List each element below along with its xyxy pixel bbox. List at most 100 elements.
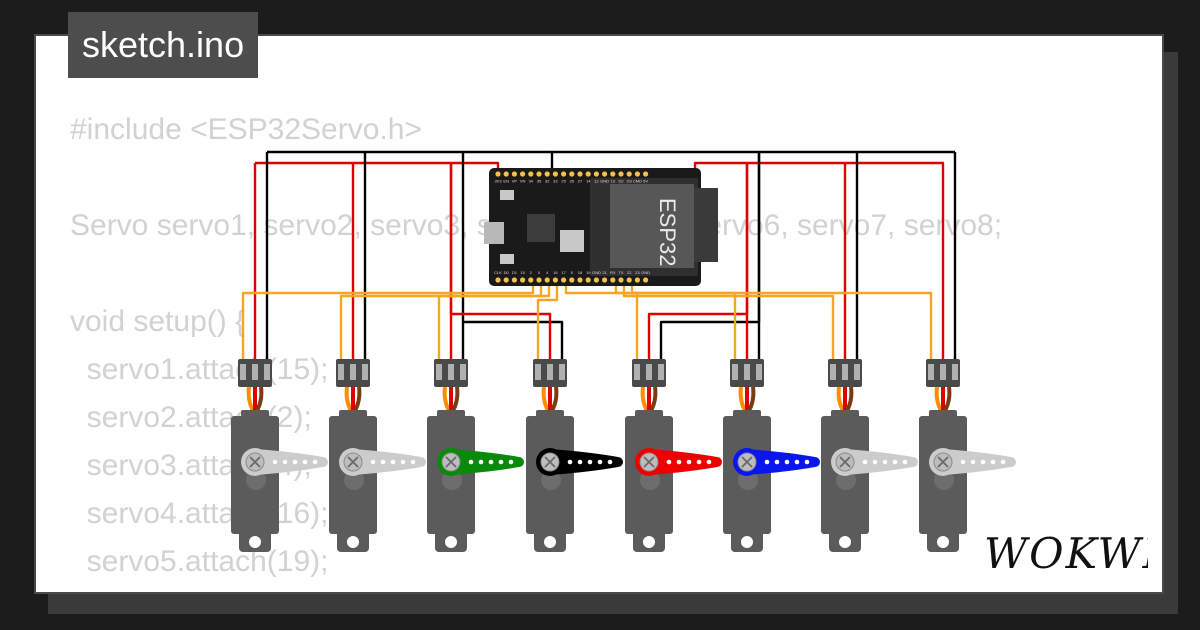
bottom-pin-label-3: 15: [520, 270, 525, 275]
bottom-pin-label-9: 5: [571, 270, 574, 275]
bottom-pin-label-11: 19: [586, 270, 591, 275]
top-pin-33: [552, 171, 559, 177]
bottom-pin-label-6: 4: [546, 270, 549, 275]
top-pin-label-0: 3V3: [494, 179, 502, 184]
top-pin-label-5: 35: [537, 179, 542, 184]
bottom-pin-23: [634, 277, 641, 283]
bottom-pin-GND: [593, 277, 600, 283]
bottom-pin-label-2: D1: [512, 270, 518, 275]
bottom-pin-label-14: RX: [610, 270, 616, 275]
signal-wire-4: [536, 283, 559, 360]
antenna: [690, 188, 718, 262]
top-pin-VN: [520, 171, 526, 177]
signal-wire-5: [564, 283, 639, 360]
bottom-pin-17: [561, 277, 567, 283]
top-pin-34: [528, 171, 534, 177]
ground-wire-4: [463, 320, 564, 360]
wokwi-logo: WOKWI: [978, 526, 1148, 578]
top-pin-D3: [626, 171, 632, 177]
top-pin-label-6: 32: [545, 179, 550, 184]
servo-8: [919, 359, 1016, 552]
top-pin-label-13: GND: [600, 179, 609, 184]
top-pin-35: [536, 171, 542, 177]
top-pin-label-11: 14: [586, 179, 591, 184]
servos: [231, 359, 1016, 552]
servo-horn: [550, 449, 623, 475]
bottom-pin-22: [626, 277, 632, 283]
bottom-pin-0: [536, 277, 542, 283]
regulator: [560, 230, 584, 252]
top-pin-13: [610, 171, 616, 177]
bottom-pin-19: [585, 277, 591, 283]
file-tab[interactable]: sketch.ino: [68, 12, 259, 78]
bottom-pin-label-7: 16: [553, 270, 558, 275]
bottom-pin-label-12: GND: [592, 270, 601, 275]
top-pin-label-14: 13: [611, 179, 616, 184]
top-pin-label-15: D2: [618, 179, 624, 184]
top-pin-5V: [643, 171, 649, 177]
top-pin-CMD: [634, 171, 641, 177]
chip-label: ESP32: [655, 198, 680, 267]
signal-wire-1: [241, 283, 535, 360]
bottom-pin-label-13: 21: [602, 270, 607, 275]
servo-2: [329, 359, 426, 552]
power-wire-4: [449, 163, 552, 360]
servo-3: [427, 359, 524, 552]
servo-horn: [353, 449, 426, 475]
chip-shield: [610, 184, 694, 268]
servo-horn: [845, 449, 918, 475]
bottom-pin-label-1: D0: [504, 270, 510, 275]
top-pin-label-16: D3: [627, 179, 633, 184]
top-pin-label-18: 5V: [643, 179, 648, 184]
top-pin-label-3: VN: [520, 179, 526, 184]
logo-text: WOKWI: [984, 529, 1148, 578]
project-card: #include <ESP32Servo.h> Servo servo1, se…: [34, 34, 1164, 594]
power-bus-right: [693, 161, 944, 177]
servo-horn: [747, 449, 820, 475]
top-pin-27: [577, 171, 583, 177]
code-preview: #include <ESP32Servo.h> Servo servo1, se…: [70, 113, 1003, 578]
top-pin-label-9: 26: [570, 179, 575, 184]
bottom-pin-18: [577, 277, 583, 283]
top-pin-label-1: EN: [503, 179, 509, 184]
top-pin-14: [585, 171, 591, 177]
usb-port: [484, 222, 504, 244]
servo-5: [625, 359, 722, 552]
bottom-pin-GND: [643, 277, 649, 283]
bottom-pin-label-17: 23: [635, 270, 640, 275]
servo-4: [526, 359, 623, 552]
bottom-pin-label-0: CLK: [494, 270, 502, 275]
servo-horn: [255, 449, 328, 475]
top-pin-label-17: CMD: [633, 179, 642, 184]
top-pin-label-8: 25: [561, 179, 566, 184]
top-pin-3V3: [495, 171, 501, 177]
reset-button: [500, 254, 514, 264]
bottom-pin-TX: [618, 277, 624, 283]
bottom-pin-RX: [610, 277, 616, 283]
servo-horn: [649, 449, 722, 475]
top-pin-25: [561, 171, 567, 177]
top-pin-12: [593, 171, 600, 177]
servo-6: [723, 359, 820, 552]
bottom-pin-label-4: 2: [530, 270, 533, 275]
bottom-pin-16: [552, 277, 559, 283]
top-pin-EN: [503, 171, 509, 177]
bottom-pin-D0: [503, 277, 509, 283]
top-pin-label-7: 33: [553, 179, 558, 184]
top-pin-label-12: 12: [594, 179, 599, 184]
servo-horn: [451, 449, 524, 475]
bottom-pin-label-15: TX: [618, 270, 623, 275]
wires: [241, 150, 957, 360]
bottom-pin-D1: [511, 277, 517, 283]
bottom-pin-label-10: 18: [578, 270, 583, 275]
top-pin-label-4: 34: [529, 179, 534, 184]
servo-horn: [943, 449, 1016, 475]
bottom-pin-CLK: [495, 277, 501, 283]
top-pin-26: [569, 171, 575, 177]
top-pin-D2: [618, 171, 624, 177]
bottom-pin-4: [544, 277, 550, 283]
signal-wire-3: [437, 283, 551, 360]
top-pin-32: [544, 171, 550, 177]
